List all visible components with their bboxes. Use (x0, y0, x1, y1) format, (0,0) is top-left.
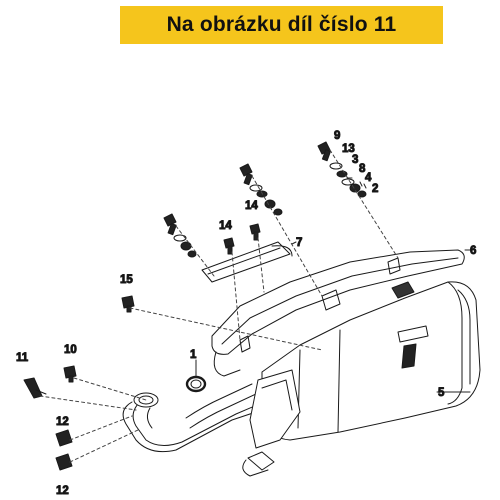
callout-12-upper: 12 (56, 416, 69, 428)
bolt-stack-left (163, 213, 197, 258)
callout-9: 9 (334, 130, 340, 142)
callout-10: 10 (64, 344, 77, 356)
assembly-lines (39, 149, 399, 463)
gasket-ring (185, 375, 207, 393)
callout-5: 5 (438, 387, 445, 399)
nut-12-upper (55, 429, 73, 447)
callout-3: 3 (352, 154, 358, 166)
bolt-10 (63, 365, 77, 383)
callout-6: 6 (470, 245, 476, 257)
small-shield-plate (201, 241, 293, 283)
exhaust-header-pipe (122, 369, 301, 477)
bolt-14-right (249, 223, 261, 241)
callout-1: 1 (190, 349, 197, 361)
callout-12-lower: 12 (56, 485, 69, 497)
banner-text: Na obrázku díl číslo 11 (166, 13, 397, 36)
callout-8: 8 (359, 163, 366, 175)
callout-14-left: 14 (219, 220, 232, 232)
nut-12-lower (55, 453, 73, 471)
muffler-body (261, 281, 481, 441)
leader-lines (195, 177, 471, 393)
bolt-15 (121, 295, 135, 313)
callout-4: 4 (365, 172, 372, 184)
bolt-14-left (223, 237, 235, 255)
callout-7: 7 (296, 237, 302, 249)
callout-15: 15 (120, 274, 133, 286)
heat-shield-cover (211, 249, 465, 377)
callout-13: 13 (342, 143, 355, 155)
part-number-banner: Na obrázku díl číslo 11 (120, 6, 443, 44)
callout-11: 11 (16, 352, 29, 364)
stud-11 (23, 377, 47, 399)
callout-14-right: 14 (245, 200, 258, 212)
callout-2: 2 (372, 183, 378, 195)
